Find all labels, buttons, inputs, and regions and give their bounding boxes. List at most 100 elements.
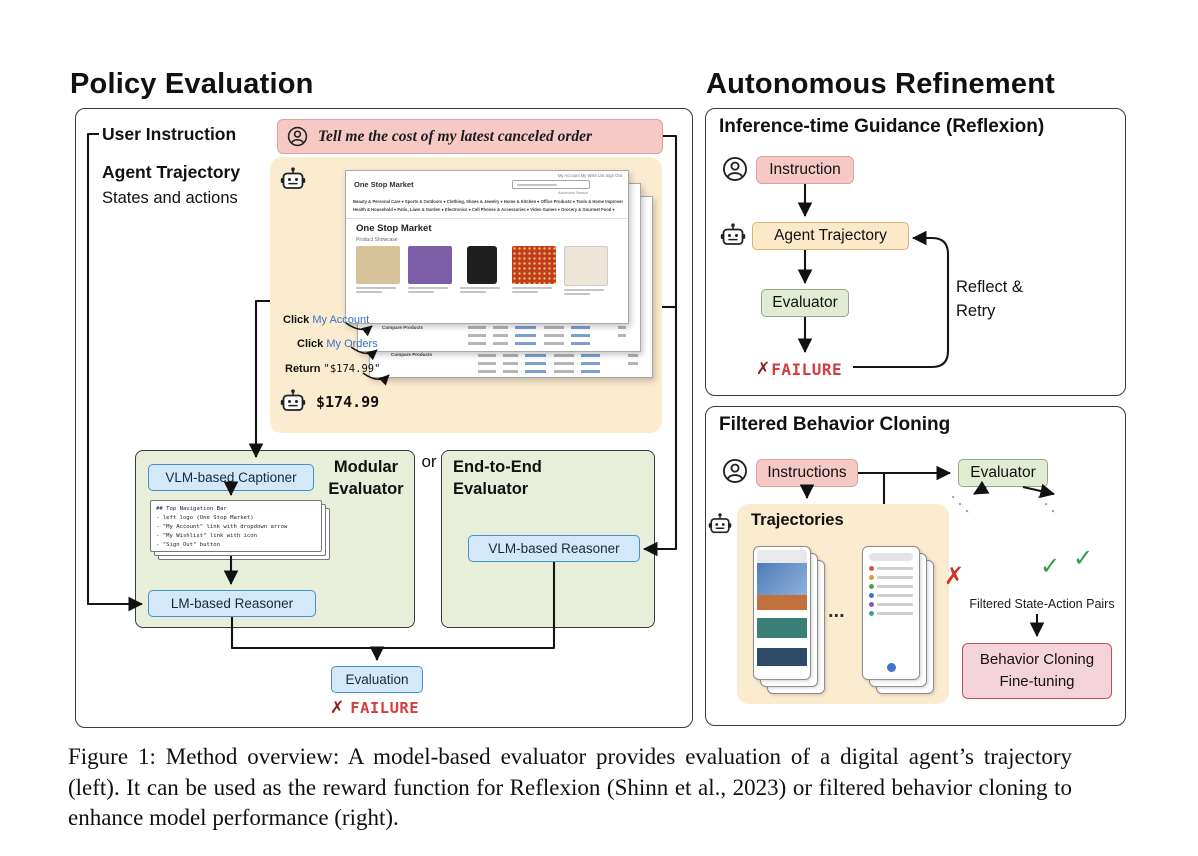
e2e-title-line1: End-to-End xyxy=(453,458,542,476)
settings-row xyxy=(866,573,916,582)
compare-products-label: Compare Products xyxy=(382,325,424,330)
bc-box-line1: Behavior Cloning xyxy=(979,650,1095,668)
order-table-row xyxy=(478,362,638,365)
action-click-my-account: Click My Account xyxy=(283,314,369,326)
product-card xyxy=(408,246,452,295)
action-return-value: Return "$174.99" xyxy=(285,363,380,375)
states-actions-label: States and actions xyxy=(102,189,238,207)
home-button xyxy=(886,663,896,672)
row-label-bar xyxy=(877,612,913,615)
settings-row xyxy=(866,591,916,600)
content-gap xyxy=(757,665,807,676)
phone-screenshot xyxy=(966,510,968,512)
product-card xyxy=(460,246,504,295)
app-icon xyxy=(869,575,874,580)
reflexion-failure-status: ✗ FAILURE xyxy=(756,359,842,379)
robot-icon xyxy=(280,389,306,411)
instruction-text: Tell me the cost of my latest canceled o… xyxy=(318,127,593,145)
row-label-bar xyxy=(877,594,913,597)
app-icon xyxy=(869,611,874,616)
product-caption-bar xyxy=(408,287,448,289)
order-table-row xyxy=(478,354,638,357)
weather-app-screen xyxy=(757,550,807,676)
person-icon xyxy=(287,126,308,147)
caption-note-sheet: ## Top Navigation Bar - left logo (One S… xyxy=(150,500,322,552)
reflexion-title: Inference-time Guidance (Reflexion) xyxy=(719,116,1045,137)
content-gap xyxy=(757,610,807,618)
reflect-label-line2: Retry xyxy=(956,301,996,320)
phone-screenshot xyxy=(959,503,961,505)
screenshot-storefront: My Account My Wish List Sign Out One Sto… xyxy=(345,170,629,324)
nav-menu: Beauty & Personal Care ▾ Sports & Outdoo… xyxy=(353,198,623,214)
content-tile xyxy=(757,618,807,639)
app-icon xyxy=(869,584,874,589)
product-row xyxy=(356,246,608,295)
modular-title-line1: Modular xyxy=(333,458,399,476)
product-thumbnail xyxy=(467,246,497,284)
failure-status: ✗ FAILURE xyxy=(330,698,419,718)
search-bar xyxy=(869,553,913,561)
bc-instructions-box: Instructions xyxy=(756,459,858,487)
bc-box-line2: Fine-tuning xyxy=(999,673,1075,690)
product-caption-bar xyxy=(564,289,604,291)
product-caption-bar xyxy=(356,287,396,289)
filtered-pairs-label: Filtered State-Action Pairs xyxy=(969,597,1115,611)
reflexion-instruction-box: Instruction xyxy=(756,156,854,184)
user-instruction-label: User Instruction xyxy=(102,124,237,144)
content-tile xyxy=(757,595,807,611)
left-section-title: Policy Evaluation xyxy=(70,68,314,100)
settings-row xyxy=(866,564,916,573)
modular-title-line2: Evaluator xyxy=(328,480,404,499)
product-thumbnail xyxy=(512,246,556,284)
ellipsis-label: ... xyxy=(828,600,845,622)
reflexion-evaluator-box: Evaluator xyxy=(761,289,849,317)
figure-caption: Figure 1: Method overview: A model-based… xyxy=(68,744,1072,831)
e2e-title-line2: Evaluator xyxy=(453,480,529,499)
settings-row xyxy=(866,609,916,618)
agent-trajectory-label: Agent Trajectory xyxy=(102,162,241,182)
evaluation-box: Evaluation xyxy=(331,666,423,693)
app-icon xyxy=(869,593,874,598)
robot-icon xyxy=(708,513,732,534)
failure-text: FAILURE xyxy=(350,699,420,717)
action-return-string: "$174.99" xyxy=(323,363,381,375)
order-table-row xyxy=(478,370,608,373)
phone-screenshot xyxy=(1038,496,1040,498)
settings-row xyxy=(866,582,916,591)
x-mark-icon: ✗ xyxy=(330,698,345,718)
product-card xyxy=(356,246,400,295)
action-verb: Return xyxy=(285,363,321,375)
store-heading: One Stop Market xyxy=(356,223,432,234)
weather-header xyxy=(757,562,807,596)
order-table-row xyxy=(468,326,626,329)
row-label-bar xyxy=(877,585,913,588)
divider xyxy=(346,218,628,219)
person-icon xyxy=(723,157,747,181)
robot-icon xyxy=(280,167,306,189)
check-mark-icon: ✓ xyxy=(1040,552,1061,580)
product-caption-bar xyxy=(460,287,500,289)
product-thumbnail xyxy=(356,246,400,284)
product-thumbnail xyxy=(564,246,608,286)
advanced-search-link: Advanced Search xyxy=(558,191,588,195)
product-price-bar xyxy=(356,291,382,293)
settings-app-screen xyxy=(866,550,916,676)
content-gap xyxy=(866,618,916,663)
phone-screenshot xyxy=(753,546,811,680)
end-to-end-title: End-to-End Evaluator xyxy=(453,456,542,501)
reflect-label-line1: Reflect & xyxy=(956,278,1023,296)
vlm-reasoner-box: VLM-based Reasoner xyxy=(468,535,640,562)
user-instruction-bubble: Tell me the cost of my latest canceled o… xyxy=(277,119,663,154)
right-section-title: Autonomous Refinement xyxy=(706,68,1055,100)
row-label-bar xyxy=(877,603,913,606)
product-card xyxy=(564,246,608,295)
row-label-bar xyxy=(877,576,913,579)
order-table-row xyxy=(468,334,626,337)
product-price-bar xyxy=(460,291,486,293)
vlm-captioner-box: VLM-based Captioner xyxy=(148,464,314,491)
action-target-link: My Account xyxy=(312,314,370,326)
store-logo: One Stop Market xyxy=(354,180,414,189)
robot-icon xyxy=(720,223,746,245)
failure-text: FAILURE xyxy=(771,359,843,379)
nav-row-1: Beauty & Personal Care ▾ Sports & Outdoo… xyxy=(353,199,623,204)
